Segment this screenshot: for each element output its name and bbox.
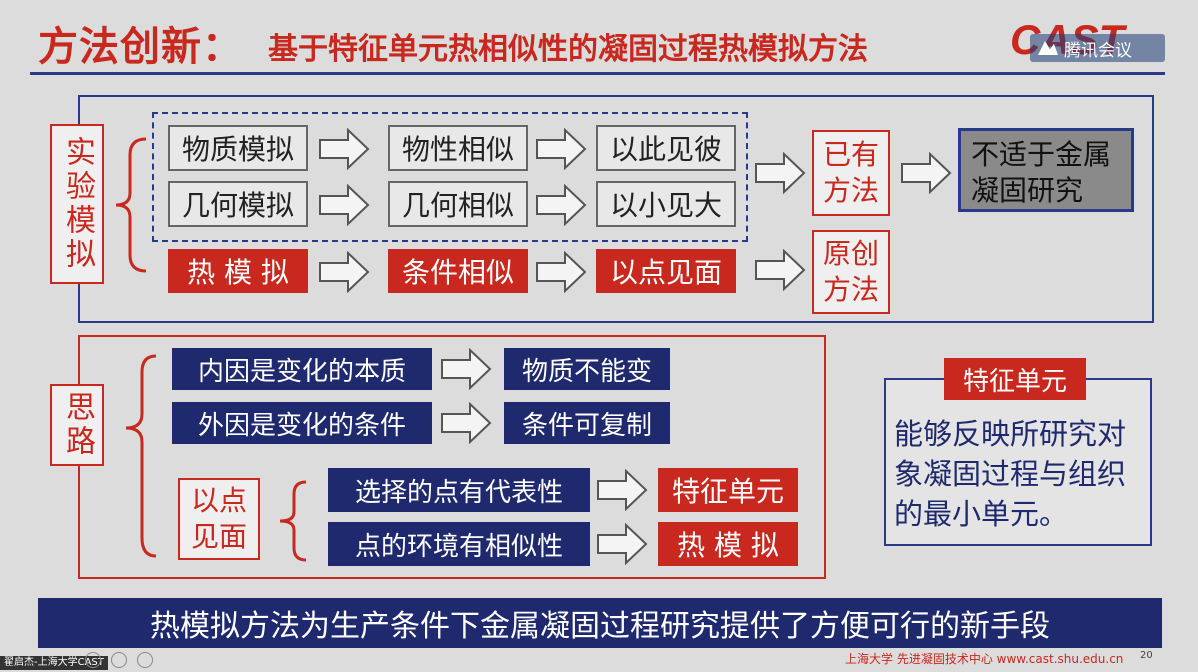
thinking-label: 思路 — [50, 384, 104, 466]
original-method-box: 原创方法 — [812, 230, 890, 314]
arrow-right-icon — [754, 248, 806, 292]
experiment-label: 实验模拟 — [50, 124, 104, 284]
point-to-surface-label: 以点见面 — [178, 478, 260, 560]
arrow-right-icon — [900, 151, 952, 195]
page-number: 20 — [1140, 650, 1153, 661]
arrow-right-icon — [754, 151, 806, 195]
arrow-right-icon — [318, 183, 370, 227]
geometric-simulation-box: 几何模拟 — [168, 181, 308, 227]
small-to-large-box: 以小见大 — [596, 181, 736, 227]
speaker-caption: 翟启杰-上海大学CAST — [0, 656, 108, 670]
title-divider — [30, 72, 1165, 75]
geometric-similarity-box: 几何相似 — [388, 181, 528, 227]
arrow-right-icon — [535, 183, 587, 227]
arrow-right-icon — [596, 468, 648, 512]
feature-unit-definition: 能够反映所研究对象凝固过程与组织的最小单元。 — [894, 417, 1127, 531]
control-icon[interactable] — [137, 652, 153, 668]
control-icon[interactable] — [85, 652, 101, 668]
experiment-brace — [115, 137, 147, 273]
playback-controls[interactable] — [85, 650, 215, 670]
existing-methods-box: 已有方法 — [812, 130, 890, 216]
feature-unit-result-box: 特征单元 — [658, 468, 798, 512]
arrow-right-icon — [440, 401, 492, 445]
arrow-right-icon — [318, 250, 370, 294]
thermal-simulation-result-box: 热 模 拟 — [658, 522, 798, 566]
condition-similarity-box: 条件相似 — [388, 249, 528, 293]
meeting-app-label: 腾讯会议 — [1064, 40, 1132, 61]
material-unchanged-box: 物质不能变 — [504, 348, 670, 390]
property-similarity-box: 物性相似 — [388, 125, 528, 171]
meeting-app-icon — [1038, 41, 1058, 55]
unsuitable-box: 不适于金属凝固研究 — [958, 128, 1134, 212]
infer-other-box: 以此见彼 — [596, 125, 736, 171]
arrow-right-icon — [535, 250, 587, 294]
conventional-methods-group — [152, 112, 748, 242]
thinking-brace — [125, 354, 157, 558]
material-simulation-box: 物质模拟 — [168, 125, 308, 171]
thermal-simulation-box: 热 模 拟 — [168, 249, 308, 293]
arrow-right-icon — [440, 347, 492, 391]
footer-text: 上海大学 先进凝固技术中心 www.cast.shu.edu.cn — [845, 652, 1124, 666]
internal-cause-box: 内因是变化的本质 — [172, 348, 432, 390]
slide-title: 方法创新： — [38, 24, 243, 70]
control-icon[interactable] — [111, 652, 127, 668]
representative-point-box: 选择的点有代表性 — [328, 468, 590, 512]
point-to-surface-box: 以点见面 — [596, 249, 736, 293]
external-cause-box: 外因是变化的条件 — [172, 402, 432, 444]
meeting-overlay[interactable]: 腾讯会议 — [1030, 34, 1165, 62]
condition-replicable-box: 条件可复制 — [504, 402, 670, 444]
sub-brace — [279, 480, 307, 562]
arrow-right-icon — [596, 522, 648, 566]
similar-environment-box: 点的环境有相似性 — [328, 522, 590, 566]
summary-banner: 热模拟方法为生产条件下金属凝固过程研究提供了方便可行的新手段 — [38, 598, 1162, 648]
arrow-right-icon — [318, 127, 370, 171]
arrow-right-icon — [535, 127, 587, 171]
feature-unit-title: 特征单元 — [944, 358, 1086, 400]
slide-subtitle: 基于特征单元热相似性的凝固过程热模拟方法 — [268, 32, 868, 67]
